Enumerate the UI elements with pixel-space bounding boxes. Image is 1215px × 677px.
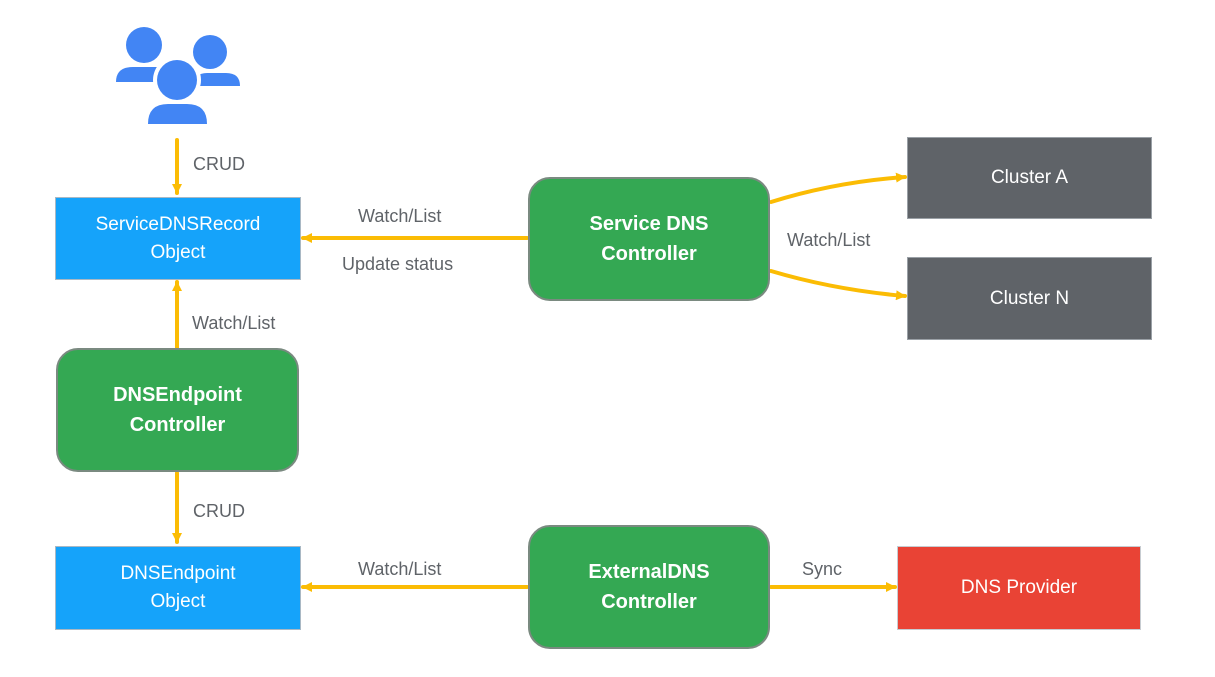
edge-label-sdc-update-status: Update status xyxy=(342,254,454,274)
cluster-n-node: Cluster N xyxy=(907,257,1152,340)
servicednsrecord-object-node: ServiceDNSRecord Object xyxy=(55,197,301,280)
dnsendpoint-object-line1: DNSEndpoint xyxy=(120,563,236,584)
externaldns-controller-line1: ExternalDNS xyxy=(588,561,710,583)
cluster-a-node: Cluster A xyxy=(907,137,1152,219)
edge-label-users-crud: CRUD xyxy=(193,154,245,174)
externaldns-controller-node: ExternalDNS Controller xyxy=(528,525,770,649)
edge-label-sdc-watch-list: Watch/List xyxy=(358,206,442,226)
arrow-sdc-to-cluster-n xyxy=(769,269,907,301)
dnsendpoint-controller-node: DNSEndpoint Controller xyxy=(56,348,299,472)
dnsendpoint-controller-line2: Controller xyxy=(129,414,226,436)
servicednsrecord-object-line1: ServiceDNSRecord xyxy=(95,213,261,235)
edge-label-clusters-watch-list: Watch/List xyxy=(787,230,871,250)
edge-label-edc-watch-list: Watch/List xyxy=(358,559,442,579)
edge-label-edc-sync: Sync xyxy=(802,559,843,579)
service-dns-controller-line1: Service DNS xyxy=(589,213,709,235)
cluster-n-label: Cluster N xyxy=(989,287,1070,309)
servicednsrecord-object-line2: Object xyxy=(150,241,206,263)
arrow-sdc-to-cluster-a xyxy=(769,172,907,204)
service-dns-controller-node: Service DNS Controller xyxy=(528,177,770,301)
edge-label-dec-watch-list: Watch/List xyxy=(192,313,276,333)
dnsendpoint-controller-line1: DNSEndpoint xyxy=(113,384,242,406)
cluster-a-label: Cluster A xyxy=(990,167,1069,188)
dnsendpoint-object-line2: Object xyxy=(150,591,206,612)
dns-provider-label: DNS Provider xyxy=(960,577,1078,598)
users-group-icon xyxy=(116,27,240,124)
dns-provider-node: DNS Provider xyxy=(897,546,1141,630)
dnsendpoint-object-node: DNSEndpoint Object xyxy=(55,546,301,630)
service-dns-controller-line2: Controller xyxy=(601,243,697,265)
edge-label-dec-crud: CRUD xyxy=(193,501,245,521)
externaldns-controller-line2: Controller xyxy=(601,591,697,613)
